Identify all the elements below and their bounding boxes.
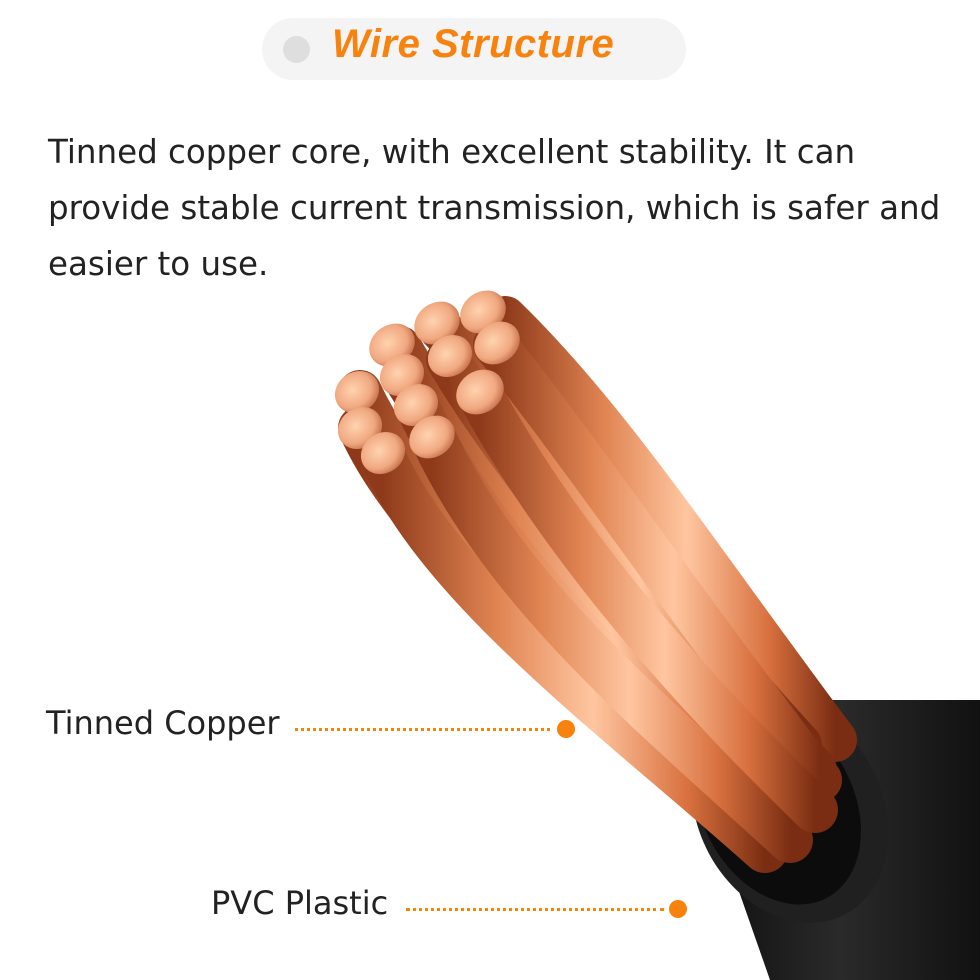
callout-dot-tinned-copper-icon — [557, 720, 575, 738]
title-pill — [262, 18, 686, 80]
description-text: Tinned copper core, with excellent stabi… — [48, 133, 941, 283]
strand-end-caps — [334, 290, 520, 475]
callout-label-pvc-plastic: PVC Plastic — [211, 884, 389, 922]
page-title: Wire Structure — [332, 22, 615, 66]
callout-dot-pvc-plastic-icon — [669, 900, 687, 918]
callout-leader-tinned-copper — [295, 728, 550, 731]
callout-leader-pvc-plastic — [406, 908, 664, 911]
title-dot-icon — [283, 36, 310, 63]
callout-label-tinned-copper: Tinned Copper — [46, 704, 280, 742]
